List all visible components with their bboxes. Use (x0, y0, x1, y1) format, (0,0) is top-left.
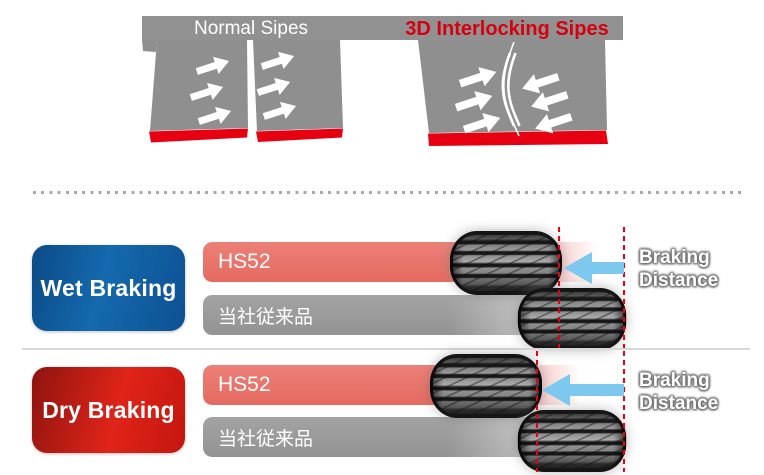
normal-tread-block-1 (150, 40, 248, 131)
braking-distance-label-wet: Braking Distance (639, 247, 719, 291)
normal-sipes-blocks (149, 40, 343, 143)
hs52-bar-wet-label: HS52 (218, 250, 271, 273)
reference-bar-wet-label: 当社従来品 (218, 306, 314, 328)
distance-marker-line-reference-wet (623, 227, 625, 350)
hs52-tire-image-wet (450, 231, 562, 295)
hs52-tire-image-dry (430, 354, 542, 418)
braking-distance-arrow-icon-wet (564, 252, 624, 284)
reference-bar-dry-label: 当社従来品 (218, 428, 314, 450)
reference-tire-image-dry (516, 410, 628, 472)
contact-patch-red-1 (149, 128, 248, 143)
dotted-separator (33, 191, 745, 194)
normal-sipes-title: Normal Sipes (194, 18, 308, 39)
contact-patch-red-3 (428, 130, 608, 146)
distance-marker-line-hs52-dry (536, 351, 538, 472)
3d-sipe-wavy-line (501, 41, 521, 137)
braking-distance-label-dry: Braking Distance (639, 370, 719, 414)
interlocking-sipes-title: 3D Interlocking Sipes (405, 18, 608, 40)
interlocking-tread-block (418, 40, 607, 133)
sipe-diagram: Normal Sipes 3D Interlocking Sipes (142, 16, 623, 146)
row-divider (22, 348, 750, 350)
interlocking-sipes-block (418, 40, 608, 146)
braking-distance-arrow-icon-dry (542, 374, 624, 406)
dry-braking-badge: Dry Braking (32, 367, 185, 453)
dry-braking-label: Dry Braking (42, 396, 175, 423)
hs52-bar-dry-label: HS52 (218, 373, 271, 396)
tread-block-stub (142, 40, 157, 52)
reference-tire-image-wet (516, 288, 628, 350)
distance-marker-line-reference-dry (623, 351, 625, 472)
distance-marker-line-hs52-wet (558, 227, 560, 350)
wet-braking-label: Wet Braking (40, 274, 177, 301)
wet-braking-badge: Wet Braking (32, 245, 185, 331)
tread-surface-bar (142, 16, 623, 40)
contact-patch-red-2 (256, 128, 343, 142)
